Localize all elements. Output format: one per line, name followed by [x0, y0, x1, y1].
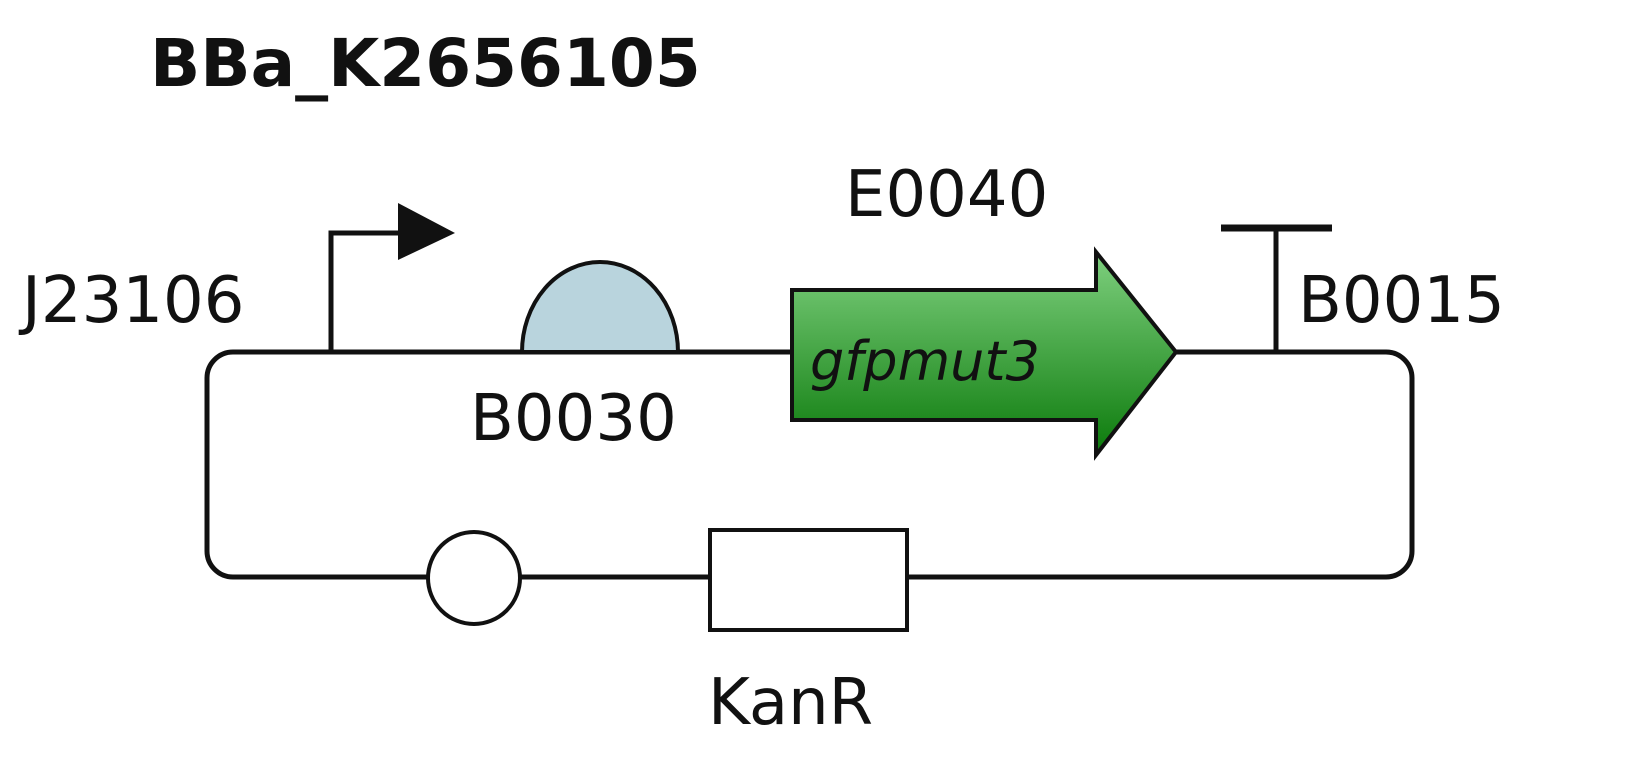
- promoter-icon: [328, 203, 455, 352]
- cds-icon: [790, 246, 1179, 461]
- terminator-icon: [1221, 224, 1332, 352]
- cds-gene-label: gfpmut3: [810, 330, 1040, 393]
- cds-label: E0040: [845, 158, 1048, 232]
- resistance-icon: [708, 528, 909, 632]
- rbs-icon: [519, 260, 681, 354]
- construct-title: BBa_K2656105: [150, 25, 701, 102]
- rbs-label: B0030: [470, 382, 677, 456]
- resistance-label: KanR: [708, 666, 873, 740]
- promoter-label: J23106: [18, 264, 244, 338]
- terminator-label: B0015: [1298, 264, 1505, 338]
- origin-icon: [426, 530, 522, 626]
